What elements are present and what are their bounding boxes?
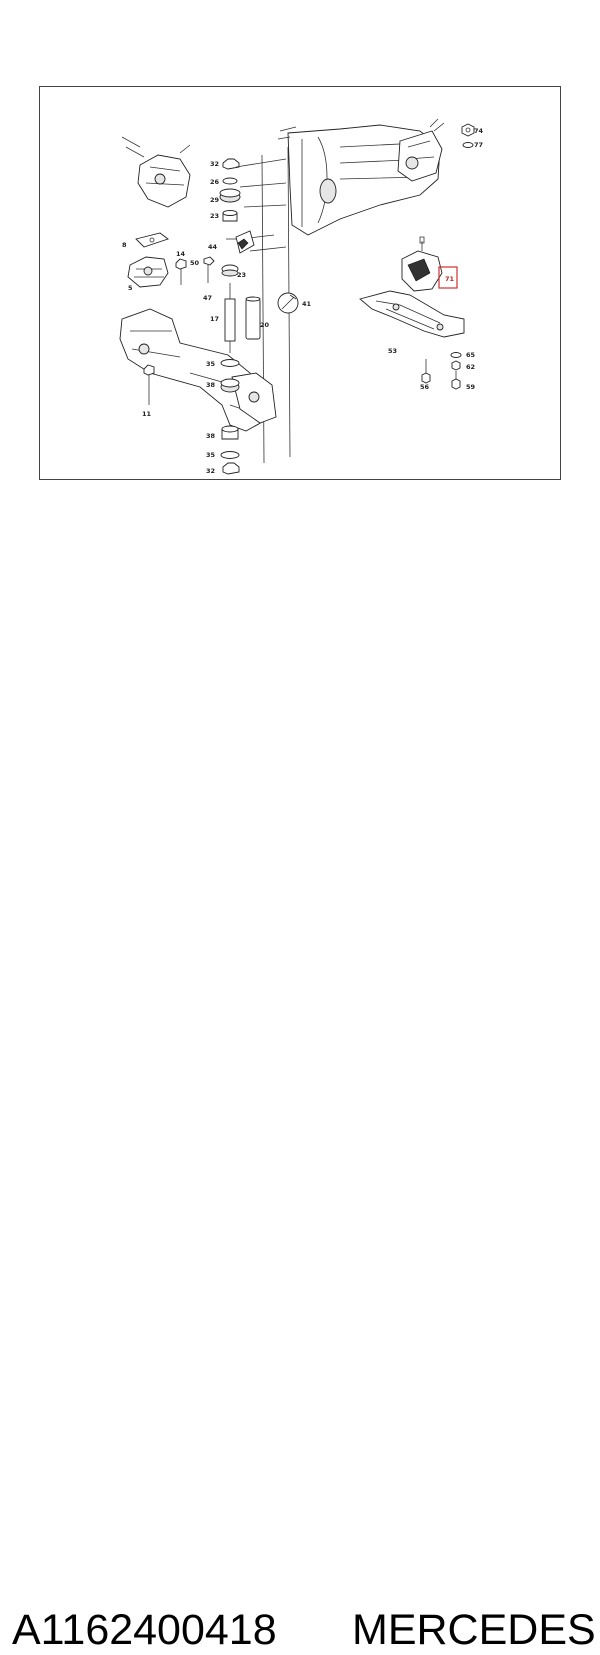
callout-32-lower: 32 (206, 467, 215, 475)
part-44-damper (226, 230, 255, 254)
part-65-washer (450, 352, 462, 358)
callout-29: 29 (210, 196, 220, 204)
callout-5: 5 (128, 284, 133, 292)
callout-53: 53 (388, 347, 397, 355)
callout-23-top: 23 (210, 212, 219, 220)
callout-65: 65 (466, 351, 476, 359)
callout-23-lower: 23 (237, 271, 246, 279)
mount-stack-upper (219, 158, 241, 222)
callout-8: 8 (122, 241, 127, 249)
callout-71: 71 (445, 275, 455, 283)
callout-38-upper: 38 (206, 381, 216, 389)
part-number-text: A1162400418 (12, 1606, 277, 1654)
part-41-wrench-icon (277, 292, 299, 314)
callout-26: 26 (210, 178, 220, 186)
parts-diagram-frame: 74 77 32 26 29 23 8 14 44 50 23 5 47 17 … (39, 86, 561, 480)
callout-47: 47 (203, 294, 212, 302)
callout-59: 59 (466, 383, 476, 391)
part-56-bolt (421, 359, 431, 384)
callout-20: 20 (260, 321, 270, 329)
callout-74: 74 (474, 127, 484, 135)
engine-mount-bracket-top (121, 136, 191, 208)
callout-44: 44 (208, 243, 218, 251)
callout-50: 50 (190, 259, 200, 267)
callout-77: 77 (474, 141, 483, 149)
part-71-transmission-mount (401, 236, 443, 292)
part-77-washer (462, 142, 474, 148)
callout-62: 62 (466, 363, 475, 371)
part-50-bolt (203, 256, 215, 283)
callout-17: 17 (210, 315, 219, 323)
caption-bar: A1162400418 MERCEDES (0, 800, 600, 1654)
part-74-nut (461, 123, 475, 137)
transmission-illustration (277, 118, 445, 236)
part-8-plate (135, 232, 169, 248)
part-23-bushing-lower (221, 264, 239, 277)
callout-11: 11 (142, 410, 152, 418)
part-14-bolt (175, 258, 187, 285)
brand-text: MERCEDES (352, 1606, 596, 1654)
part-62-nut (451, 360, 461, 371)
parts-exploded-diagram: 74 77 32 26 29 23 8 14 44 50 23 5 47 17 … (119, 118, 484, 475)
part-11-bolt (143, 364, 155, 405)
callout-35-lower: 35 (206, 451, 216, 459)
callout-41: 41 (302, 300, 312, 308)
callout-38-lower: 38 (206, 432, 216, 440)
part-59-bolt (451, 371, 461, 390)
part-53-support-plate (359, 290, 465, 338)
part-20-sleeve (245, 296, 261, 340)
part-17-shock-absorber (224, 283, 236, 353)
callout-35-upper: 35 (206, 360, 216, 368)
part-5-mount (127, 256, 169, 288)
part-71-highlight-box (438, 266, 458, 289)
crossmember-illustration (119, 308, 277, 432)
callout-14: 14 (176, 250, 186, 258)
callout-56: 56 (420, 383, 430, 391)
callout-32-top: 32 (210, 160, 219, 168)
mount-stack-lower (220, 359, 240, 475)
